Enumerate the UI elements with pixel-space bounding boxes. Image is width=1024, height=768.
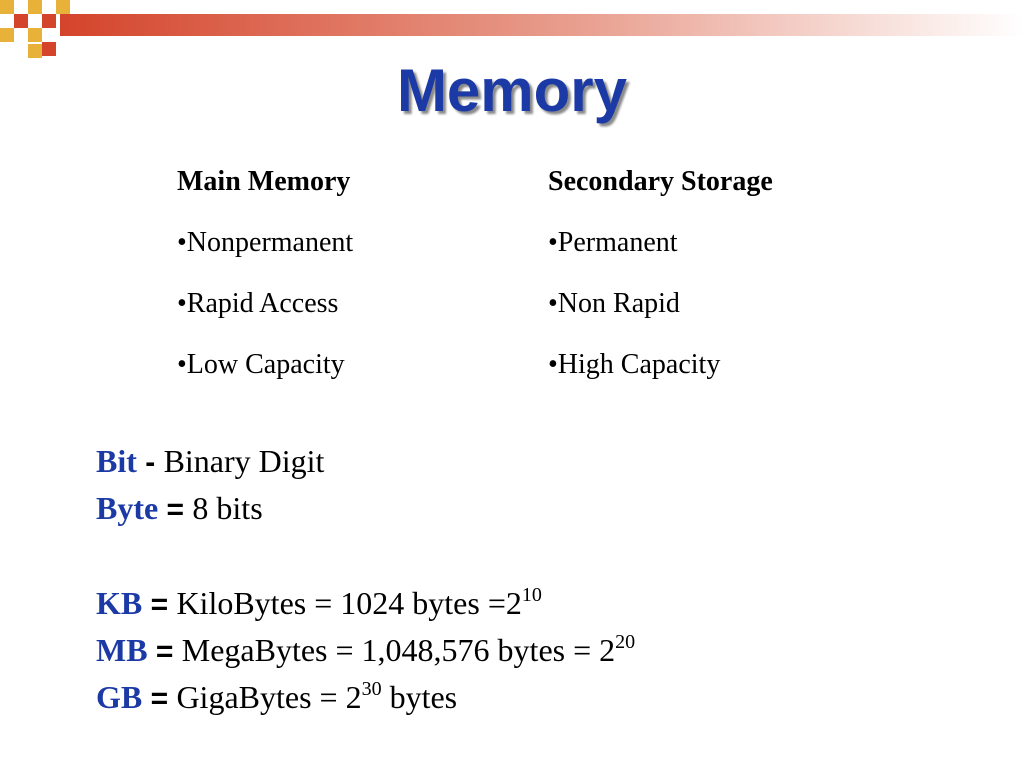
definition-text: 8 bits bbox=[192, 490, 263, 526]
definition-text: Binary Digit bbox=[163, 443, 325, 479]
definition-suffix: bytes bbox=[381, 679, 458, 715]
definition-operator: = bbox=[142, 682, 177, 715]
header-square bbox=[28, 28, 42, 42]
main-memory-item: •Low Capacity bbox=[177, 349, 345, 380]
header-square bbox=[42, 42, 56, 56]
unit-definitions: Bit - Binary Digit Byte = 8 bits KB = Ki… bbox=[96, 438, 635, 721]
definition-operator: = bbox=[142, 588, 177, 621]
header-square bbox=[14, 14, 28, 28]
definition-term: Bit bbox=[96, 443, 137, 479]
header-square bbox=[0, 28, 14, 42]
definition-term: MB bbox=[96, 632, 148, 668]
slide-title: Memory bbox=[396, 57, 628, 124]
definition-term: GB bbox=[96, 679, 143, 715]
definition-operator: - bbox=[136, 446, 164, 479]
secondary-storage-item: •High Capacity bbox=[548, 349, 721, 380]
header-square bbox=[42, 14, 56, 28]
definition-exponent: 20 bbox=[615, 631, 636, 653]
definition-term: KB bbox=[96, 585, 143, 621]
main-memory-item: •Nonpermanent bbox=[177, 227, 354, 258]
header-square bbox=[28, 44, 42, 58]
main-memory-item: •Rapid Access bbox=[177, 288, 339, 319]
header-square bbox=[0, 0, 14, 14]
secondary-storage-item: •Permanent bbox=[548, 227, 678, 258]
header-gradient-bar bbox=[60, 14, 1024, 36]
kb-definition: KB = KiloBytes = 1024 bytes =210 bbox=[96, 580, 635, 627]
definition-text: KiloBytes = 1024 bytes =2 bbox=[176, 585, 522, 621]
mb-definition: MB = MegaBytes = 1,048,576 bytes = 220 bbox=[96, 627, 635, 674]
gb-definition: GB = GigaBytes = 230 bytes bbox=[96, 674, 635, 721]
header-square bbox=[56, 0, 70, 14]
main-memory-heading: Main Memory bbox=[177, 166, 351, 197]
definition-exponent: 30 bbox=[361, 678, 382, 700]
spacer bbox=[96, 532, 635, 580]
definition-operator: = bbox=[158, 493, 193, 526]
definition-exponent: 10 bbox=[521, 584, 542, 606]
main-memory-column: Main Memory •Nonpermanent •Rapid Access … bbox=[177, 163, 353, 384]
byte-definition: Byte = 8 bits bbox=[96, 485, 635, 532]
bit-definition: Bit - Binary Digit bbox=[96, 438, 635, 485]
definition-text: MegaBytes = 1,048,576 bytes = 2 bbox=[181, 632, 616, 668]
secondary-storage-column: Secondary Storage •Permanent •Non Rapid … bbox=[548, 163, 773, 384]
secondary-storage-item: •Non Rapid bbox=[548, 288, 680, 319]
definition-term: Byte bbox=[96, 490, 159, 526]
definition-text: GigaBytes = 2 bbox=[176, 679, 362, 715]
secondary-storage-heading: Secondary Storage bbox=[548, 166, 773, 197]
slide-header-decoration bbox=[0, 0, 1024, 58]
definition-operator: = bbox=[147, 635, 182, 668]
header-square bbox=[28, 0, 42, 14]
